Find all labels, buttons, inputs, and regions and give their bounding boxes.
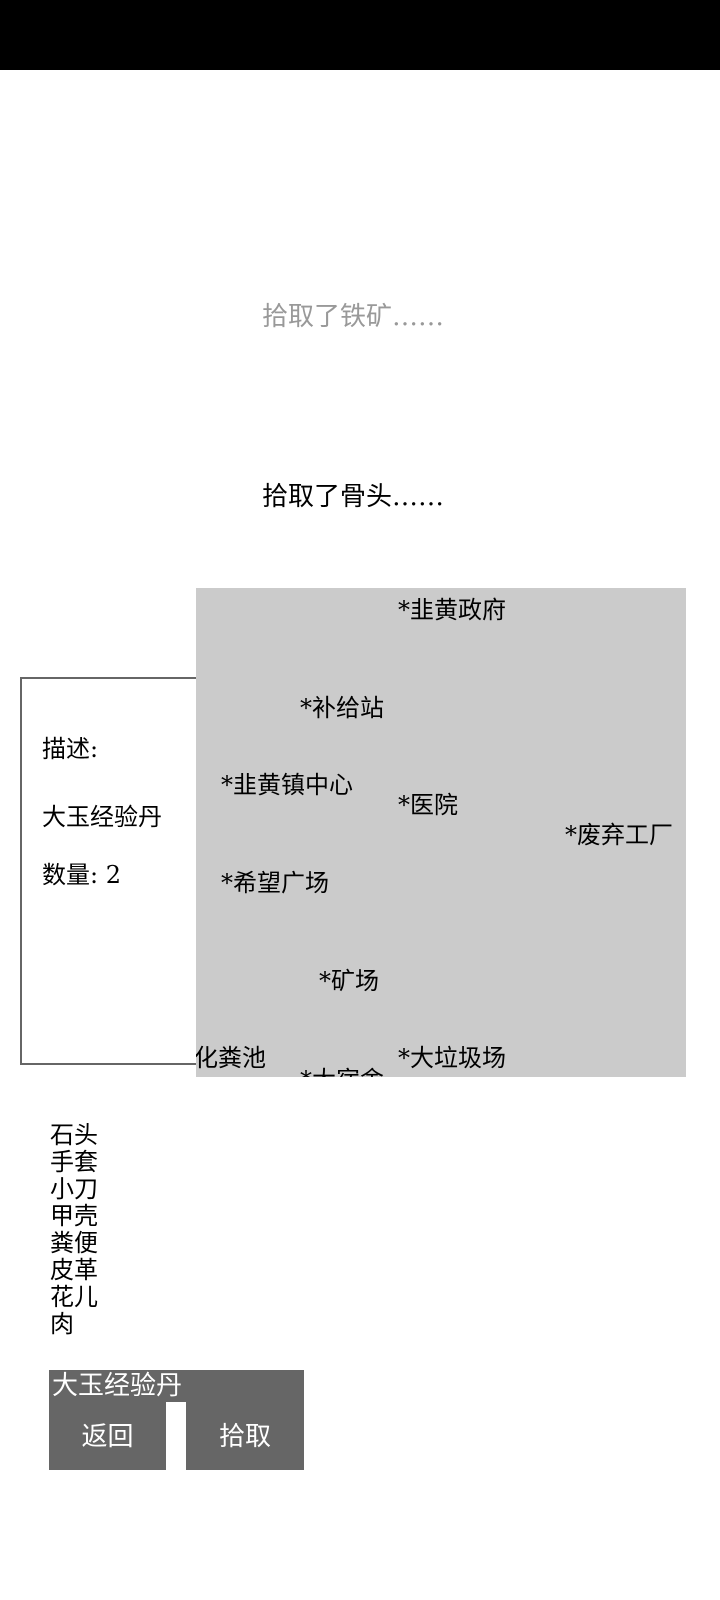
list-item[interactable]: 甲壳	[50, 1202, 98, 1230]
selected-item[interactable]: 大玉经验丹	[49, 1370, 304, 1402]
description-panel: 描述: 大玉经验丹 数量: 2	[20, 677, 210, 1065]
map-location[interactable]: *大宿舍	[300, 1060, 384, 1077]
list-item[interactable]: 手套	[50, 1148, 98, 1176]
map-panel[interactable]: *韭黄政府 *补给站 *韭黄镇中心 *医院 *废弃工厂 *希望广场 *矿场 *化…	[196, 588, 686, 1077]
map-location[interactable]: *化粪池	[196, 1044, 266, 1072]
log-message: 拾取了骨头……	[261, 482, 444, 512]
list-item[interactable]: 皮革	[50, 1256, 98, 1284]
back-button[interactable]: 返回	[49, 1400, 166, 1470]
description-quantity: 数量: 2	[42, 861, 121, 889]
map-location[interactable]: *韭黄政府	[398, 596, 506, 624]
description-item: 大玉经验丹	[42, 803, 162, 831]
map-location[interactable]: *希望广场	[221, 869, 329, 897]
description-label: 描述:	[42, 735, 99, 763]
map-location[interactable]: *废弃工厂	[565, 821, 673, 849]
list-item[interactable]: 肉	[50, 1310, 74, 1338]
status-bar	[0, 0, 720, 70]
log-message: 拾取了铁矿……	[261, 302, 444, 332]
item-list[interactable]: 石头手套小刀甲壳粪便皮革花儿肉	[50, 1122, 114, 1338]
pick-up-button[interactable]: 拾取	[186, 1400, 304, 1470]
list-item[interactable]: 粪便	[50, 1229, 98, 1257]
map-location[interactable]: *医院	[398, 791, 458, 819]
map-location[interactable]: *补给站	[300, 694, 384, 722]
map-location[interactable]: *大垃圾场	[398, 1044, 506, 1072]
map-location[interactable]: *矿场	[319, 967, 379, 995]
map-location[interactable]: *韭黄镇中心	[221, 771, 353, 799]
list-item[interactable]: 小刀	[50, 1175, 98, 1203]
list-item[interactable]: 花儿	[50, 1283, 98, 1311]
list-item[interactable]: 石头	[50, 1121, 98, 1149]
